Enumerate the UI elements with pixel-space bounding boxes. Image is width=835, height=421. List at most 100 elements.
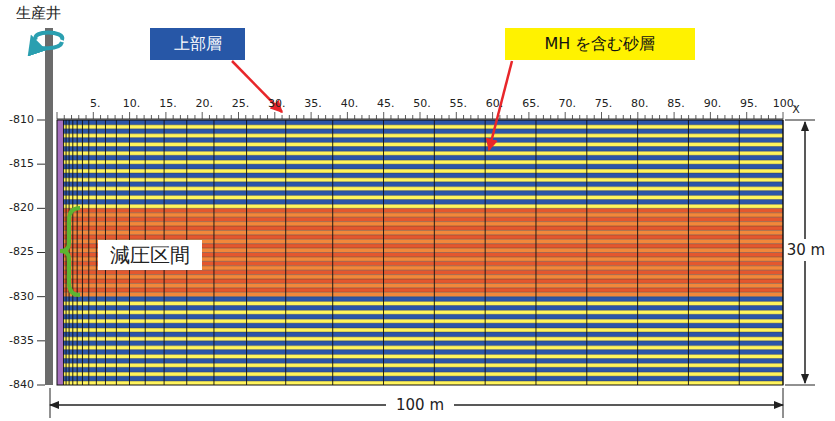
axis-tick-label: 85. (667, 98, 685, 110)
mesh-line (383, 120, 384, 385)
layer-band (57, 143, 783, 147)
mesh-line (57, 354, 783, 355)
ruler-tick (93, 112, 94, 119)
ruler-tick (383, 112, 384, 119)
layer-band (57, 204, 783, 208)
layer-callout: 上部層 (150, 28, 245, 60)
axis-tick-label: 95. (740, 98, 758, 110)
mesh-line (57, 164, 783, 165)
mesh-line (57, 283, 783, 284)
layer-band (57, 355, 783, 359)
ruler-tick (507, 115, 508, 119)
layer-band (57, 270, 783, 274)
ruler-tick (303, 115, 304, 119)
ruler-tick (296, 115, 297, 119)
mesh-line (57, 190, 783, 191)
ruler-tick (398, 115, 399, 119)
ruler-tick (340, 115, 341, 119)
mesh-line (57, 279, 783, 280)
mesh-line (57, 363, 783, 364)
mesh-line (57, 292, 783, 293)
ruler-tick (129, 112, 130, 119)
depth-label: -810 (9, 114, 34, 126)
mesh-line (57, 345, 783, 346)
layer-band (57, 151, 783, 155)
layer-band (57, 367, 783, 372)
layer-band (57, 164, 783, 169)
mesh-line (57, 328, 783, 329)
mesh-line (57, 169, 783, 170)
mesh-line (57, 133, 783, 134)
ruler-tick (579, 115, 580, 119)
layer-band (57, 173, 783, 178)
layer-band (57, 310, 783, 314)
depth-label: -840 (9, 379, 34, 391)
layer-band (57, 376, 783, 381)
layer-band (57, 292, 783, 296)
ruler-tick (354, 115, 355, 119)
mesh-line (246, 120, 247, 385)
ruler-tick (674, 112, 675, 119)
axis-tick-label: 20. (195, 98, 213, 110)
mesh-line (57, 314, 783, 315)
ruler-tick (187, 115, 188, 119)
ruler-tick (521, 115, 522, 119)
mesh-border (57, 120, 783, 385)
ruler-tick (238, 112, 239, 119)
mesh-line (57, 181, 783, 182)
layer-band (57, 230, 783, 234)
ruler-tick (783, 112, 784, 119)
depth-tick (37, 340, 45, 341)
mesh-line (535, 120, 536, 385)
ruler-tick (100, 115, 101, 119)
ruler-tick (289, 115, 290, 119)
axis-tick-label: 10. (123, 98, 141, 110)
ruler-tick (652, 115, 653, 119)
ruler-tick (136, 115, 137, 119)
layer-band (57, 341, 783, 346)
depth-label: -835 (9, 335, 34, 347)
mesh-line (88, 120, 89, 385)
ruler-tick (659, 115, 660, 119)
ruler-tick (325, 115, 326, 119)
axis-tick-label: 15. (159, 98, 177, 110)
axis-tick-label: 45. (377, 98, 395, 110)
mesh-line (57, 287, 783, 288)
well-pipe (45, 28, 53, 385)
ruler-tick (253, 115, 254, 119)
ruler-tick (470, 115, 471, 119)
ruler-tick (376, 115, 377, 119)
mesh-line (57, 155, 783, 156)
depth-tick (37, 208, 45, 209)
ruler-tick (390, 115, 391, 119)
ruler-tick (274, 112, 275, 119)
ruler-tick (594, 115, 595, 119)
ruler-tick (761, 115, 762, 119)
mesh-line (57, 124, 783, 125)
axis-tick-label: 35. (304, 98, 322, 110)
interval-label: 減圧区間 (98, 240, 202, 270)
layer-band (57, 125, 783, 129)
mesh-line (57, 332, 783, 333)
layer-band (57, 328, 783, 332)
mesh-line (57, 310, 783, 311)
ruler-tick (688, 115, 689, 119)
mesh-line (57, 376, 783, 377)
ruler-tick (608, 115, 609, 119)
ruler-tick (173, 115, 174, 119)
ruler-tick (724, 115, 725, 119)
ruler-tick (180, 115, 181, 119)
mesh-line (57, 146, 783, 147)
ruler-tick (637, 112, 638, 119)
layer-band (57, 120, 783, 125)
ruler-tick (202, 112, 203, 119)
layer-band (57, 319, 783, 323)
ruler-tick (267, 115, 268, 119)
depth-label: -825 (9, 246, 34, 258)
mesh-line (57, 230, 783, 231)
layer-band (57, 226, 783, 230)
mesh-line (57, 336, 783, 337)
ruler-tick (536, 115, 537, 119)
layer-band (57, 275, 783, 279)
axis-ruler (37, 112, 783, 385)
